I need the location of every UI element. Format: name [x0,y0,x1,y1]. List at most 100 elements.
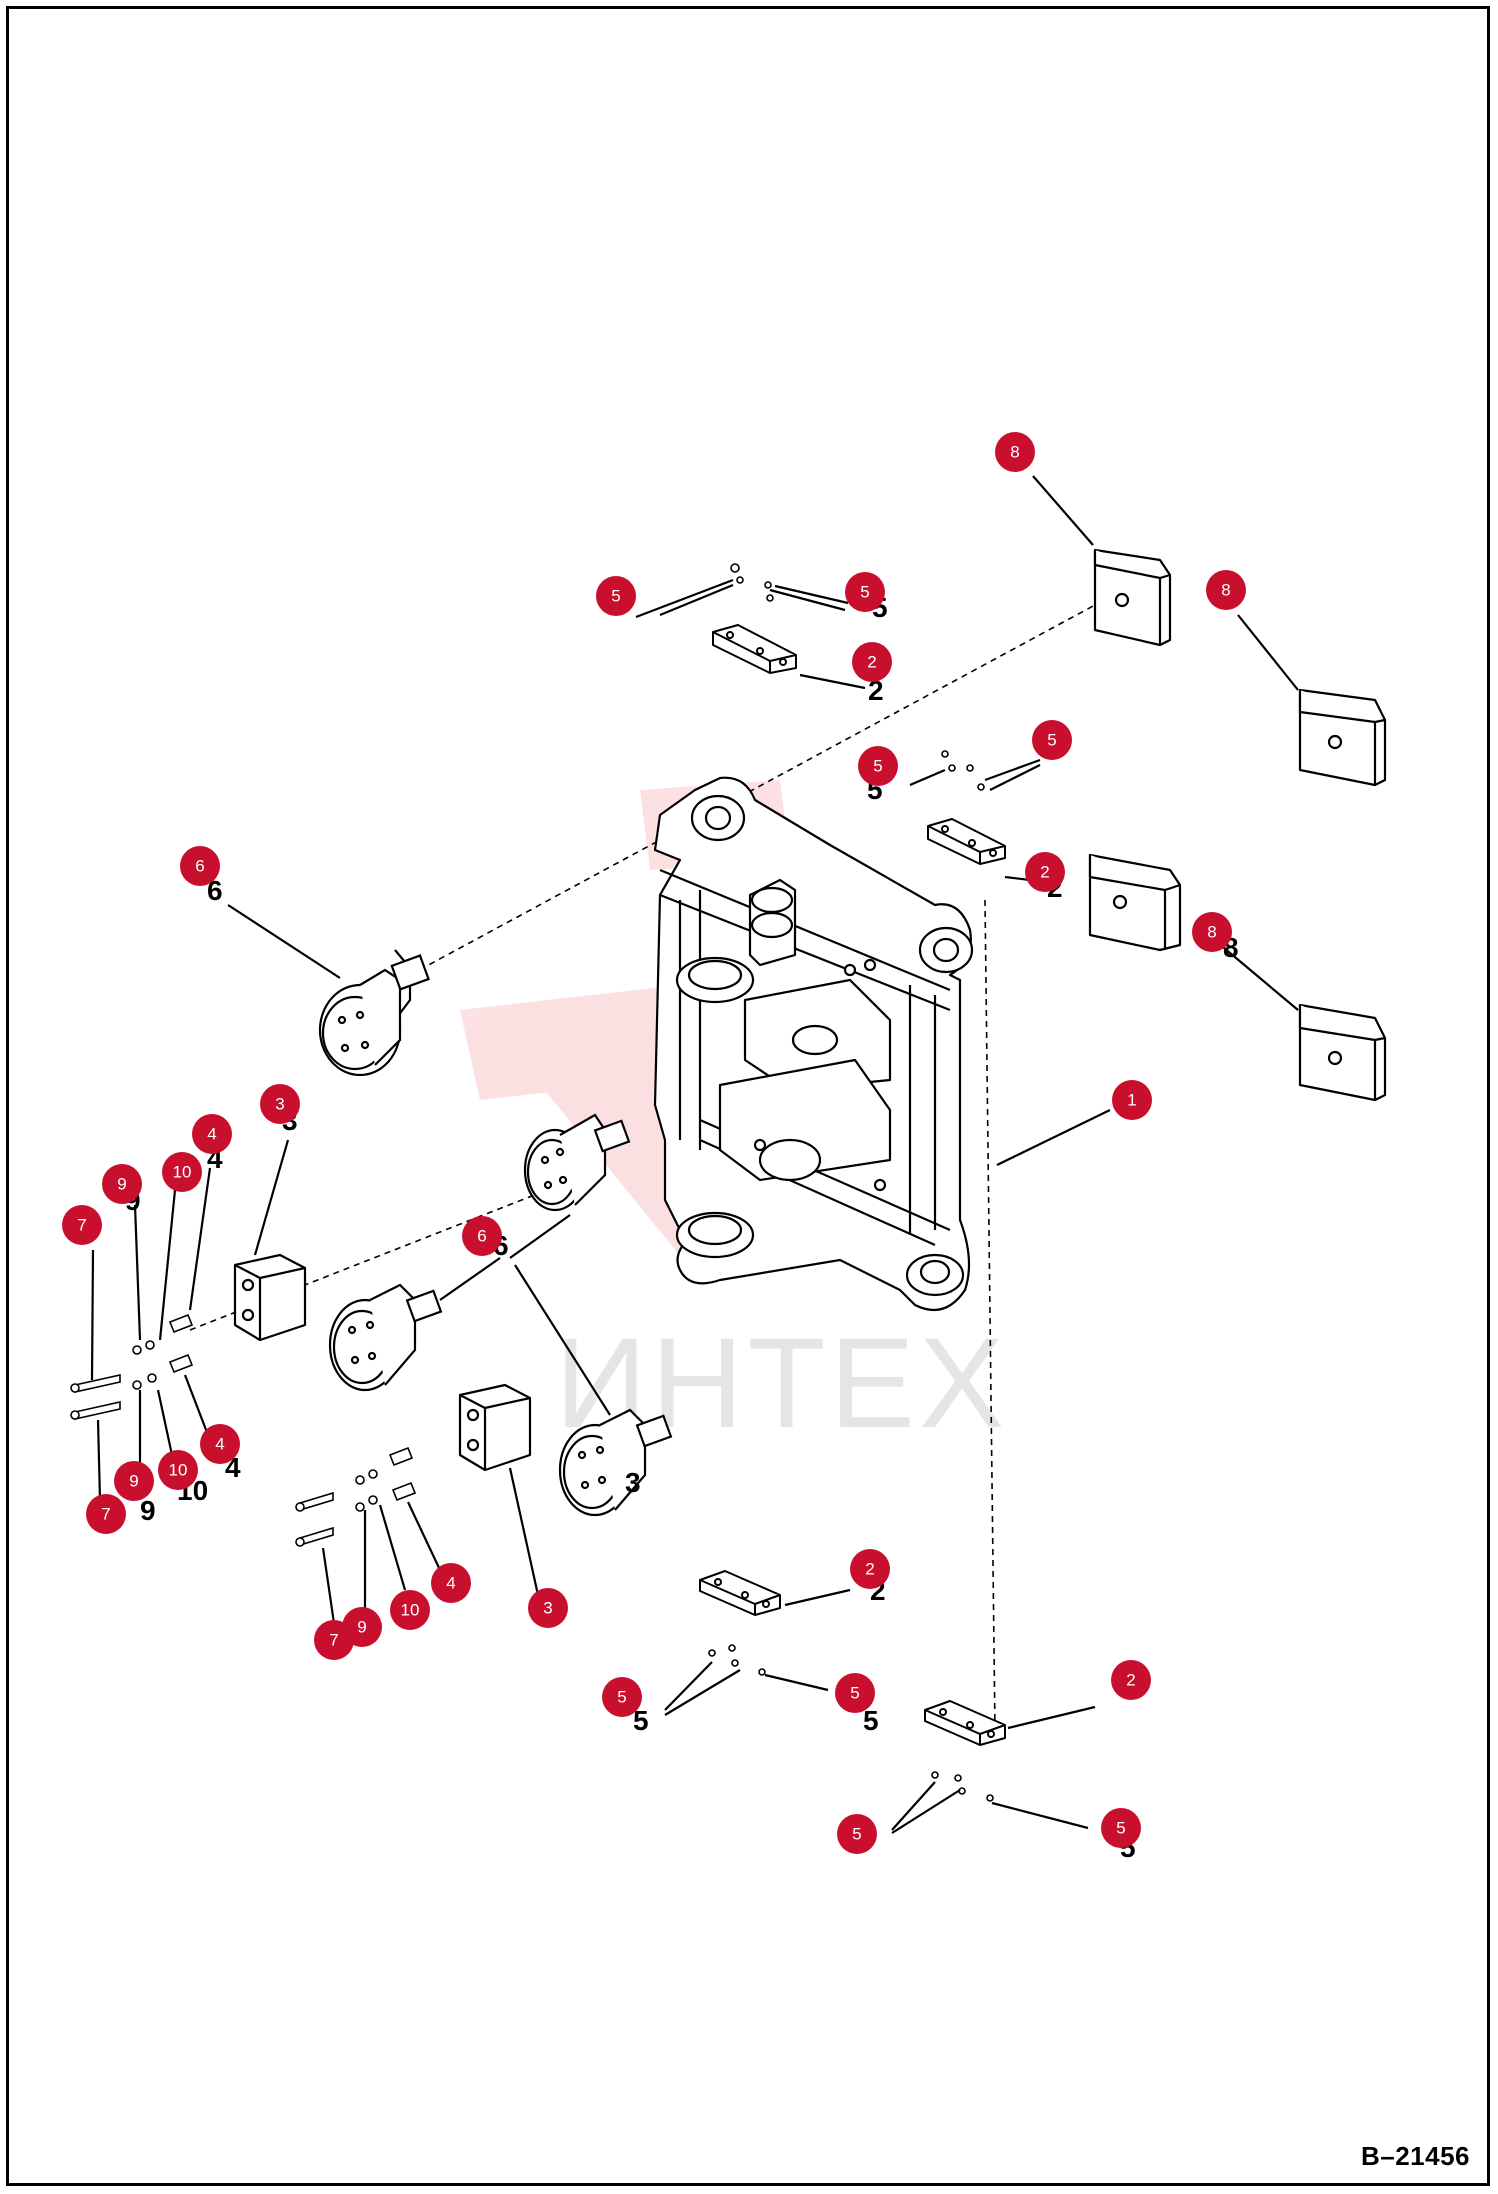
callout-5: 5 [1032,720,1072,760]
roller-part-6-lower-right [558,1408,673,1517]
main-frame [653,776,974,1312]
callout-label: 8 [1010,443,1019,462]
drawing-code: B–21456 [1360,2141,1470,2171]
callout-marker [162,1152,202,1192]
roller-part-6-lower-left [328,1283,443,1392]
callout-4: 4 [431,1563,471,1603]
callout-marker [314,1620,354,1660]
callout-10: 10 [158,1450,198,1490]
callout-1: 1 [1112,1080,1152,1120]
callout-6: 6 [462,1216,502,1256]
callout-label: 10 [401,1601,420,1620]
callout-label: 7 [101,1505,110,1524]
callout-label: 8 [1207,923,1216,942]
callout-2: 2 [1111,1660,1151,1700]
callout-label: 2 [1040,863,1049,882]
callout-marker [850,1549,890,1589]
plate-part-2-top [712,624,797,674]
callout-marker [260,1084,300,1124]
callout-5: 5 [858,746,898,786]
callout-label: 5 [611,587,620,606]
callout-label: 5 [1116,1819,1125,1838]
block-part-8-mid [1088,853,1182,952]
callout-8: 8 [995,432,1035,472]
rollers [318,949,673,1517]
svg-text:3: 3 [625,1467,641,1498]
block-part-8-right-upper [1298,688,1387,787]
callout-label: 7 [329,1631,338,1650]
callout-label: 4 [446,1574,455,1593]
callout-label: 5 [873,757,882,776]
roller-part-6-mid [523,1113,631,1212]
callout-marker [192,1114,232,1154]
callout-10: 10 [162,1152,202,1192]
callout-marker [1111,1660,1151,1700]
callout-label: 2 [865,1560,874,1579]
callout-marker [528,1588,568,1628]
callout-marker [102,1164,142,1204]
callout-marker [431,1563,471,1603]
plates [699,624,1006,1746]
callout-label: 5 [850,1684,859,1703]
callout-label: 4 [215,1435,224,1454]
block-part-8-right-lower [1298,1003,1387,1102]
callout-marker [114,1461,154,1501]
callout-marker [462,1216,502,1256]
callout-8: 8 [1192,912,1232,952]
callout-label: 2 [867,653,876,672]
callout-label: 7 [77,1216,86,1235]
callout-4: 4 [200,1424,240,1464]
callout-marker [62,1205,102,1245]
callout-marker [1112,1080,1152,1120]
callout-label: 5 [1047,731,1056,750]
callout-marker [1206,570,1246,610]
callout-marker [995,432,1035,472]
callout-label: 9 [357,1618,366,1637]
block-part-3-upper [233,1253,307,1342]
svg-text:5: 5 [863,1705,879,1736]
drawing-frame [6,6,1490,2186]
callout-2: 2 [850,1549,890,1589]
callout-label: 10 [169,1461,188,1480]
callout-label: 5 [617,1688,626,1707]
callout-label: 9 [117,1175,126,1194]
callout-9: 9 [102,1164,142,1204]
blocks [233,548,1387,1472]
callout-marker [858,746,898,786]
callout-marker [602,1677,642,1717]
callout-marker [1032,720,1072,760]
callout-label: 3 [275,1095,284,1114]
callout-2: 2 [852,642,892,682]
roller-part-6-upper [318,949,430,1077]
callout-5: 5 [837,1814,877,1854]
callout-label: 3 [543,1599,552,1618]
plate-part-2-upper-mid [927,818,1006,865]
callout-10: 10 [390,1590,430,1630]
callout-label: 10 [173,1163,192,1182]
callout-label: 5 [852,1825,861,1844]
plate-part-2-lower-right [924,1700,1006,1746]
callout-marker [86,1494,126,1534]
callout-marker [835,1673,875,1713]
callout-label: 9 [129,1472,138,1491]
callout-label: 5 [860,583,869,602]
svg-text:2: 2 [868,675,884,706]
callout-marker [1192,912,1232,952]
callout-8: 8 [1206,570,1246,610]
callout-3: 3 [528,1588,568,1628]
callout-marker [852,642,892,682]
callout-marker [1101,1808,1141,1848]
hardware [70,563,994,1802]
callout-marker [180,846,220,886]
callout-5: 5 [845,572,885,612]
svg-text:9: 9 [140,1495,156,1526]
callout-marker [837,1814,877,1854]
callout-9: 9 [114,1461,154,1501]
callout-7: 7 [86,1494,126,1534]
callout-marker [200,1424,240,1464]
block-part-8-top [1093,548,1172,647]
callout-marker [596,576,636,616]
callout-label: 6 [195,857,204,876]
callout-2: 2 [1025,852,1065,892]
